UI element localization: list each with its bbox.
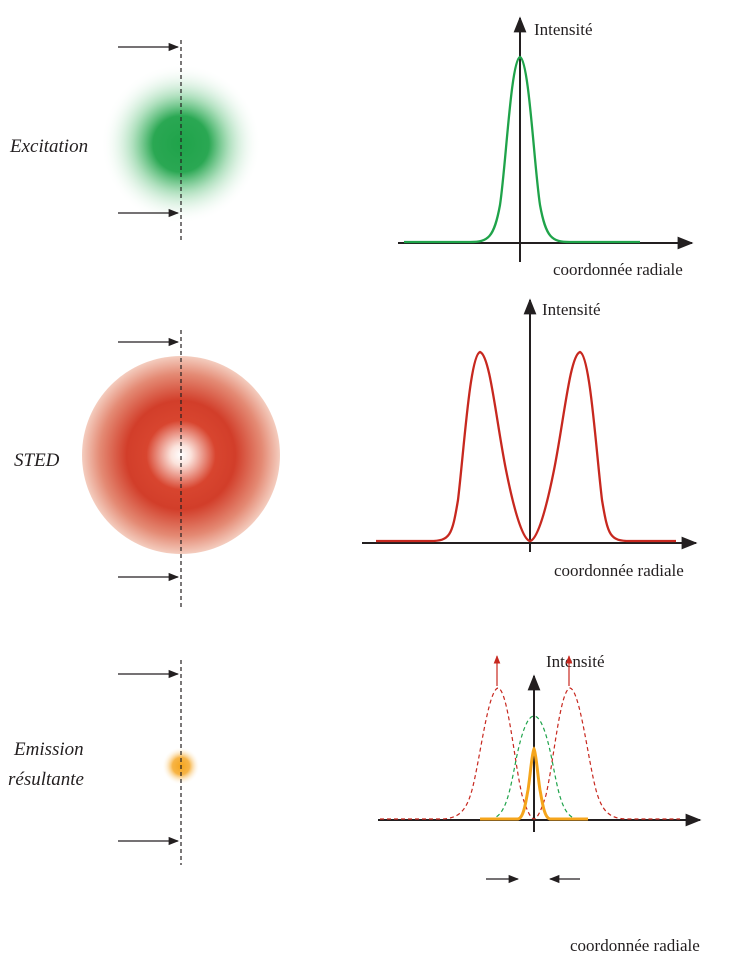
x-axis-label: coordonnée radiale [553,260,683,279]
excitation-spot [101,64,261,224]
row-emission: Emission résultante Intensité coordonnée… [8,652,702,955]
emission-curve [480,746,588,821]
y-axis-label: Intensité [546,652,605,671]
y-axis-label: Intensité [534,20,593,39]
y-axis-label: Intensité [542,300,601,319]
sted-curve [376,350,676,543]
excitation-curve [404,55,640,244]
row-excitation: Excitation Intensité coordonnée radiale [9,16,694,279]
x-axis-label: coordonnée radiale [570,936,700,955]
row-label-excitation: Excitation [9,136,88,157]
sted-dashed-curve [380,687,680,820]
row-label-sted: STED [14,450,60,471]
row-label-emission-line2: résultante [8,769,84,790]
row-label-emission-line1: Emission [13,739,84,760]
x-axis-label: coordonnée radiale [554,561,684,580]
sted-donut-spot [82,356,280,554]
row-sted: STED Intensité coordonnée radiale [14,298,698,608]
